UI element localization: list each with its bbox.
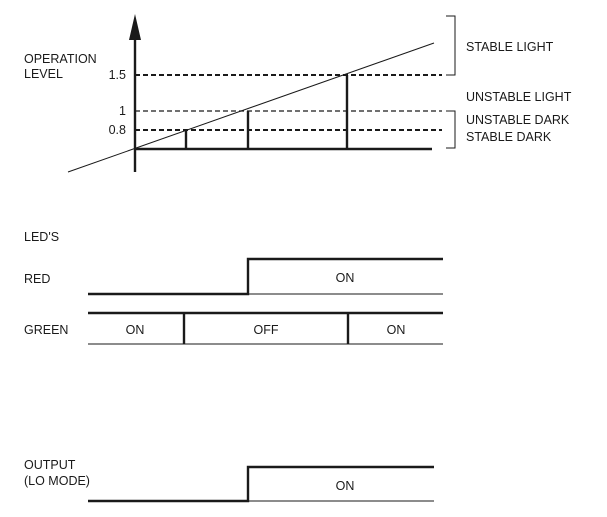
y-axis-arrow-icon [129, 14, 141, 40]
stable-dark-bracket [446, 130, 456, 149]
leds-title: LED'S [24, 230, 59, 244]
band-stable-light: STABLE LIGHT [466, 40, 554, 54]
green-led-on-left-text: ON [126, 323, 145, 337]
output-on-text: ON [336, 479, 355, 493]
green-led-on-right-text: ON [387, 323, 406, 337]
green-led-label: GREEN [24, 323, 68, 337]
green-led-off-text: OFF [254, 323, 279, 337]
y-axis-title-line1: OPERATION [24, 52, 97, 66]
output-label-line2: (LO MODE) [24, 474, 90, 488]
red-led-label: RED [24, 272, 50, 286]
band-unstable-dark: UNSTABLE DARK [466, 113, 570, 127]
tick-label-1-5: 1.5 [109, 68, 126, 82]
tick-label-0-8: 0.8 [109, 123, 126, 137]
band-unstable-light: UNSTABLE LIGHT [466, 90, 572, 104]
operation-level-graph: OPERATION LEVEL 1.5 1 0.8 STABLE LIGHT U… [24, 14, 572, 173]
leds-section: LED'S RED ON GREEN ON OFF ON [24, 230, 443, 345]
signal-slope-line [67, 42, 435, 173]
output-waveform [88, 465, 434, 503]
red-led-on-text: ON [336, 271, 355, 285]
green-led-row: GREEN ON OFF ON [24, 311, 443, 345]
red-led-waveform [88, 257, 443, 296]
band-stable-dark: STABLE DARK [466, 130, 552, 144]
y-axis-title-line2: LEVEL [24, 67, 63, 81]
output-section: OUTPUT (LO MODE) ON [24, 458, 434, 503]
tick-label-1: 1 [119, 104, 126, 118]
output-label-line1: OUTPUT [24, 458, 76, 472]
unstable-bracket [446, 110, 456, 130]
stable-light-bracket [446, 15, 456, 76]
red-led-row: RED ON [24, 257, 443, 296]
